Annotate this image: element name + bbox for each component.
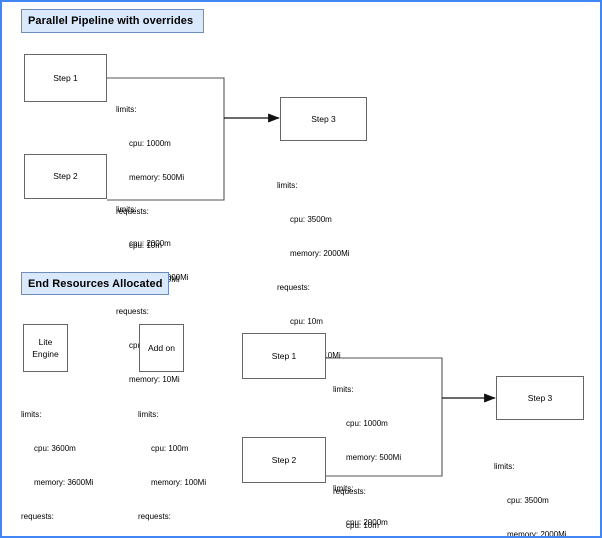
node-top-step-2[interactable]: Step 2 (24, 154, 107, 199)
limits-cpu: cpu: 100m (151, 443, 189, 453)
node-bottom-step-3[interactable]: Step 3 (496, 376, 584, 420)
limits-cpu: cpu: 1000m (346, 418, 388, 428)
node-lite-engine-label-line2: Engine (32, 349, 59, 359)
limits-label: limits: (116, 204, 137, 214)
node-bottom-step-1[interactable]: Step 1 (242, 333, 326, 379)
node-top-step-3-label: Step 3 (311, 113, 336, 124)
limits-memory: memory: 2000Mi (290, 248, 350, 258)
limits-label: limits: (116, 104, 137, 114)
limits-cpu: cpu: 3500m (290, 214, 332, 224)
node-top-step-2-label: Step 2 (53, 171, 78, 182)
node-lite-engine-label-line1: Lite (38, 336, 53, 347)
resources-bottom-step-1: limits: cpu: 1000m memory: 500Mi request… (333, 361, 402, 536)
node-lite-engine[interactable]: Lite Engine (23, 324, 68, 372)
requests-label: requests: (333, 486, 366, 496)
section-title-end-resources: End Resources Allocated (21, 272, 169, 295)
node-top-step-1-label: Step 1 (53, 72, 78, 83)
limits-label: limits: (333, 384, 354, 394)
limits-label: limits: (333, 483, 354, 493)
node-top-step-1[interactable]: Step 1 (24, 54, 107, 102)
section-title-parallel-pipeline: Parallel Pipeline with overrides (21, 9, 204, 33)
limits-cpu: cpu: 3500m (507, 495, 549, 505)
limits-memory: memory: 2000Mi (507, 529, 567, 538)
limits-memory: memory: 500Mi (346, 452, 402, 462)
node-bottom-step-2[interactable]: Step 2 (242, 437, 326, 483)
requests-cpu: cpu: 10m (346, 521, 379, 531)
limits-cpu: cpu: 2000m (129, 238, 171, 248)
requests-label: requests: (21, 511, 54, 521)
node-bottom-step-1-label: Step 1 (271, 350, 297, 361)
requests-label: requests: (116, 306, 149, 316)
limits-cpu: cpu: 3600m (34, 443, 76, 453)
requests-label: requests: (277, 282, 310, 292)
limits-memory: memory: 100Mi (151, 477, 207, 487)
requests-cpu: cpu: 10m (290, 317, 323, 327)
node-bottom-step-2-label: Step 2 (271, 454, 297, 465)
requests-cpu: cpu: 10m (129, 241, 162, 251)
limits-cpu: cpu: 2000m (346, 517, 388, 527)
resources-add-on: limits: cpu: 100m memory: 100Mi requests… (138, 386, 207, 536)
limits-memory: memory: 3600Mi (34, 477, 94, 487)
limits-label: limits: (277, 180, 298, 190)
node-bottom-step-3-label: Step 3 (527, 392, 553, 403)
node-add-on[interactable]: Add on (139, 324, 184, 372)
limits-label: limits: (21, 409, 42, 419)
node-top-step-3[interactable]: Step 3 (280, 97, 367, 141)
limits-label: limits: (138, 409, 159, 419)
requests-label: requests: (116, 206, 149, 216)
resources-bottom-step-3: limits: cpu: 3500m memory: 2000Mi reques… (494, 438, 567, 538)
resources-lite-engine: limits: cpu: 3600m memory: 3600Mi reques… (21, 386, 94, 536)
requests-memory: memory: 10Mi (129, 375, 180, 385)
requests-label: requests: (138, 511, 171, 521)
limits-cpu: cpu: 1000m (129, 138, 171, 148)
node-add-on-label: Add on (148, 342, 175, 353)
limits-memory: memory: 500Mi (129, 172, 185, 182)
limits-label: limits: (494, 461, 515, 471)
resources-bottom-step-2: limits: cpu: 2000m memory: 3000Mi reques… (333, 460, 406, 536)
